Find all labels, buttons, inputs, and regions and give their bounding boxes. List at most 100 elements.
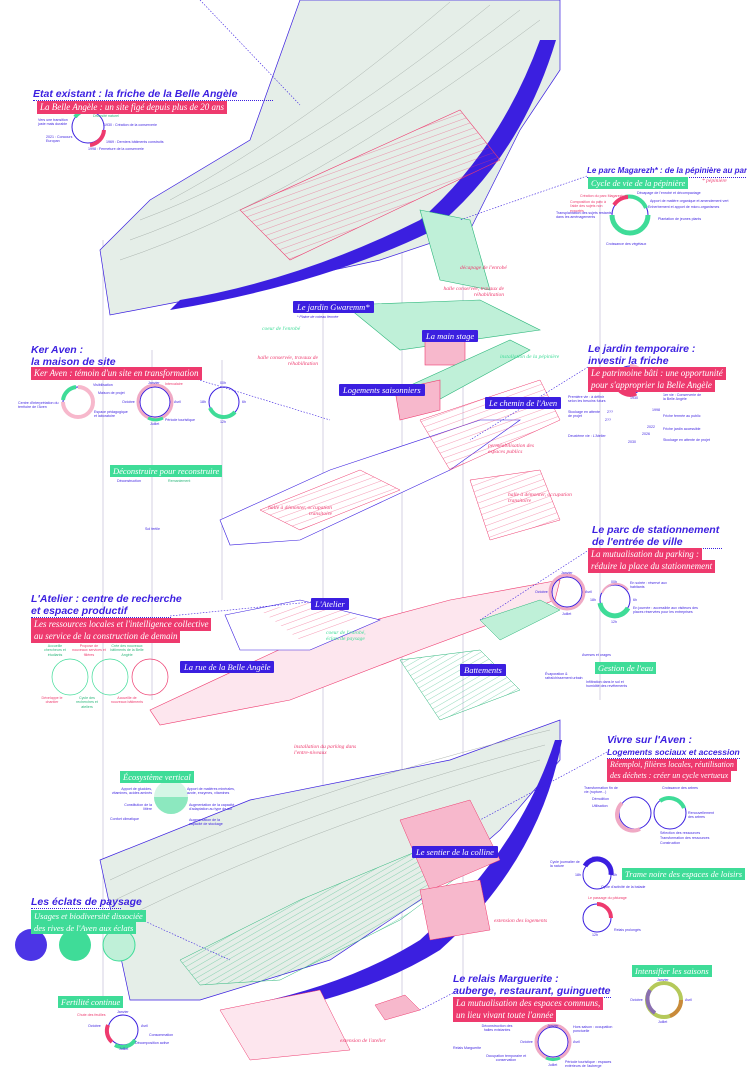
year-label: Janvier bbox=[148, 381, 160, 385]
map-tag-logements: Logements saisonniers bbox=[339, 384, 425, 396]
trame-label: Cycle journalier de la nature bbox=[550, 860, 580, 869]
keraven-banner: Ker Aven : témoin d'un site en transform… bbox=[31, 367, 202, 380]
atelier-banner: Les ressources locales et l'intelligence… bbox=[31, 618, 212, 631]
keraven-label: Centre d'interprétation du territoire de… bbox=[18, 401, 59, 410]
layer-existing bbox=[99, 0, 561, 316]
hour-label: 18h bbox=[200, 400, 206, 404]
jardin-year: 2?? bbox=[607, 410, 613, 414]
hour-label: 6h bbox=[613, 873, 617, 877]
saisons-circle bbox=[645, 981, 684, 1019]
vivre-label: Transformation fin de vie (rupture...) bbox=[584, 786, 618, 795]
deconstruire-label: Remaniement bbox=[168, 479, 191, 483]
fertilite-circle bbox=[104, 1014, 139, 1049]
jardin-label: Première vie : à définir selon les besoi… bbox=[568, 395, 606, 404]
map-note: coeur de l'enrobé bbox=[262, 326, 301, 332]
ecosysteme-label: Confort climatique bbox=[110, 817, 139, 821]
fertilite-label: Janvier bbox=[117, 1010, 129, 1014]
atelier-label: Cycle des recherches et ateliers bbox=[76, 696, 98, 709]
etat-label: Diversité naturel bbox=[93, 114, 119, 118]
hour-label: 18h bbox=[590, 598, 596, 602]
keraven-label: Maison de projet bbox=[98, 391, 125, 395]
relais-label: Hors saison : occupation ponctuelle bbox=[573, 1025, 613, 1034]
jardin-label: Deuxième vie : L'Atelier bbox=[568, 434, 606, 438]
atelier-banner: au service de la construction de demain bbox=[31, 630, 181, 643]
stationnement-title: Le parc de stationnement bbox=[592, 524, 720, 536]
relais-label: Période touristique : espaces extérieurs… bbox=[565, 1060, 612, 1069]
jardin-year: 1930 bbox=[630, 396, 638, 400]
map-note: halle conservée, travaux de réhabilitati… bbox=[443, 286, 504, 298]
relais-label: Occupation temporaire et conservation bbox=[485, 1054, 527, 1063]
magarezh-label: Enherbement et apport de micro-organisme… bbox=[648, 205, 720, 209]
etat-label: Vers une transition juste mais durable bbox=[38, 118, 68, 127]
relais-year-circle bbox=[534, 1023, 572, 1061]
hour-label: 18h bbox=[575, 873, 581, 877]
map-note: halle à démonter, occupation transitoire bbox=[268, 505, 332, 517]
vivre-title: Vivre sur l'Aven : bbox=[607, 734, 692, 746]
year-label: Avril bbox=[685, 998, 692, 1002]
vivre-label: Sélection des ressources bbox=[660, 831, 701, 835]
etat-banner: La Belle Angèle : un site figé depuis pl… bbox=[37, 101, 228, 114]
jardin-banner: Le patrimoine bâti : une opportunité bbox=[588, 367, 726, 380]
eau-label: Infiltration dans le sol et humidité des… bbox=[586, 680, 628, 689]
jardin-label: Friche fermée au public bbox=[663, 414, 701, 418]
trame-day-circle-2 bbox=[582, 902, 613, 933]
year-label: Octobre bbox=[535, 590, 548, 594]
map-note: installation du parking dans l'entre-niv… bbox=[294, 744, 357, 756]
ecosysteme-label: Augmentation de la capacité d'adaptation… bbox=[189, 803, 235, 812]
map-tag-chemin: Le chemin de l'Aven bbox=[485, 397, 562, 409]
year-label: Octobre bbox=[520, 1040, 533, 1044]
fertilite-label: Chute des feuilles bbox=[77, 1013, 106, 1017]
hour-label: 00h bbox=[611, 580, 617, 584]
stationnement-banner: La mutualisation du parking : bbox=[588, 548, 703, 561]
year-label: Juillet bbox=[658, 1020, 668, 1024]
ecosysteme-sphere bbox=[154, 780, 188, 814]
deconstruire-label: Sol fertile bbox=[145, 527, 160, 531]
jardin-year: 2026 bbox=[642, 432, 650, 436]
year-label: Janvier bbox=[561, 571, 573, 575]
keraven-day-circle bbox=[208, 386, 240, 420]
map-note: halle conservée, travaux de réhabilitati… bbox=[257, 355, 318, 367]
hour-label: 00h bbox=[592, 856, 598, 860]
map-note: perméabilisation des espaces publics bbox=[488, 443, 534, 455]
etat-label: 1930 : Création de la conserverie bbox=[104, 123, 157, 127]
trame-label: Cycle d'activité de la balade bbox=[601, 885, 646, 889]
etat-label: 1969 : Derniers bâtiments construits bbox=[106, 140, 164, 144]
keraven-title: Ker Aven : bbox=[31, 344, 84, 356]
year-label: Avril bbox=[573, 1040, 580, 1044]
stationnement-day-circle bbox=[597, 582, 631, 619]
map-tag-rue: La rue de la Belle Angèle bbox=[180, 661, 275, 673]
map-tag-atelier: L'Atelier bbox=[311, 598, 349, 610]
jardin-label: Stockage en attente de projet bbox=[568, 410, 600, 419]
map-note: extension des logements bbox=[494, 918, 548, 924]
fertilite-banner: Fertilité continue bbox=[58, 996, 124, 1008]
vivre-label: Démolition bbox=[592, 797, 609, 801]
vivre-banner: Réemploi, filières locales, réutilisatio… bbox=[607, 759, 737, 771]
vivre-loop bbox=[615, 796, 687, 833]
atelier-title: L'Atelier : centre de recherche bbox=[31, 593, 182, 605]
atelier-label: Crée des nouveaux bâtiments de la Belle … bbox=[110, 644, 144, 657]
year-label: Avril bbox=[174, 400, 181, 404]
magarezh-banner: Cycle de vie de la pépinière bbox=[588, 177, 689, 189]
hour-label: 6h bbox=[242, 400, 246, 404]
hour-label: 12h bbox=[220, 420, 226, 424]
keraven-cycle-circle bbox=[61, 385, 95, 419]
magarezh-label: Transplantation des sujets restants dans… bbox=[556, 211, 612, 220]
vivre-label: Utilisation bbox=[592, 804, 608, 808]
jardin-banner: pour s'approprier la Belle Angèle bbox=[588, 379, 715, 392]
vivre-label: Croissance des arbres bbox=[662, 786, 698, 790]
ecosysteme-label: Apport de matières minérales, azote, enz… bbox=[187, 787, 235, 796]
layer-project bbox=[99, 719, 562, 1061]
cycle-diagrams bbox=[51, 108, 687, 1061]
vivre-banner: des déchets : créer un cycle vertueux bbox=[607, 770, 732, 782]
eclats-thumbnails bbox=[15, 928, 136, 962]
relais-label: Relais Marguerite bbox=[453, 1046, 482, 1050]
eclats-title: Les éclats de paysage bbox=[31, 896, 142, 909]
magarezh-label: Décapage de l'enrobé et décompactage bbox=[637, 191, 701, 195]
map-tag-battements: Battements bbox=[460, 664, 506, 676]
year-label: Période touristique bbox=[165, 418, 195, 422]
relais-label: Déconstruction des halles existantes bbox=[481, 1024, 513, 1033]
map-note: coeur de l'enrobé, éclats de paysage bbox=[326, 630, 366, 642]
vivre-label: Construction bbox=[660, 841, 681, 845]
eau-label: Évaporation & rafraîchissement urbain bbox=[545, 672, 583, 681]
